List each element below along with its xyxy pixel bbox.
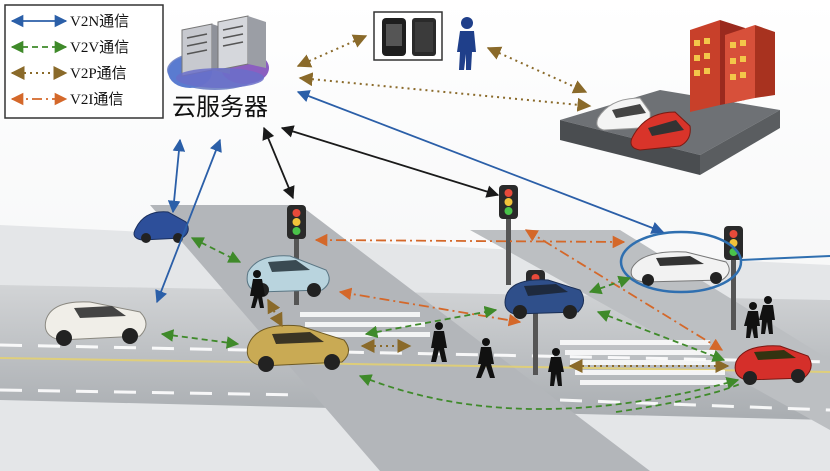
v2p-links xyxy=(267,34,730,373)
building xyxy=(690,20,720,112)
legend-label-v2v: V2V通信 xyxy=(70,39,129,56)
car-gold-porsche xyxy=(246,324,349,372)
server-infrastructure-links xyxy=(262,125,500,200)
cloud-server-icon xyxy=(167,15,269,90)
server-label: 云服务器 xyxy=(172,93,268,121)
mobile-devices xyxy=(373,11,443,61)
car-white-mustang xyxy=(44,301,147,346)
legend-item-v2p: V2P通信 xyxy=(10,65,127,82)
legend-item-v2n: V2N通信 xyxy=(10,13,129,30)
car-red-sports xyxy=(734,345,812,385)
legend-label-v2n: V2N通信 xyxy=(70,13,129,30)
pedestrian-icon xyxy=(759,296,775,334)
legend-item-v2v: V2V通信 xyxy=(10,39,129,56)
car-silver-sports xyxy=(246,255,330,297)
legend-label-v2p: V2P通信 xyxy=(70,65,127,82)
pedestrian-icon xyxy=(476,338,495,378)
pedestrian-icon xyxy=(250,270,265,308)
v2v-links xyxy=(160,237,741,413)
legend-item-v2i: V2I通信 xyxy=(10,91,123,108)
legend-label-v2i: V2I通信 xyxy=(70,91,123,108)
highlight-leader-line xyxy=(740,255,830,261)
pedestrian-icon xyxy=(744,302,760,338)
pedestrian-icon xyxy=(457,17,476,70)
legend: V2N通信 V2V通信 V2P通信 V2I通信 xyxy=(4,4,164,119)
